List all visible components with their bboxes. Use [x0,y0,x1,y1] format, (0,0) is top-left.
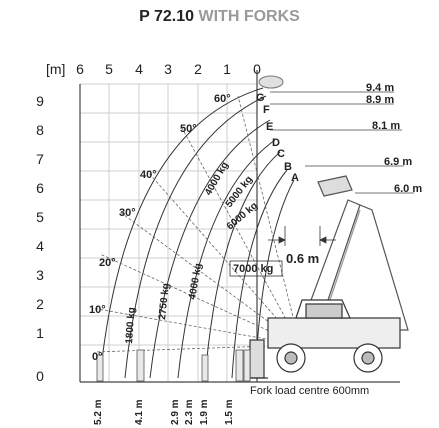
title-model: P 72.10 [139,8,195,25]
title-attachment: WITH FORKS [198,8,300,25]
x-tick-0: 0 [253,61,261,77]
dimension-label: 0.6 m [286,251,319,266]
y-tick-0: 0 [36,368,44,384]
zone-f: F [263,104,270,116]
angle-50: 50° [180,123,197,135]
reach-2-9: 2.9 m [170,399,181,425]
angle-60: 60° [214,93,231,105]
load-1800: 1800 kg [124,307,138,344]
load-4000-lower: 4000 kg [187,262,204,300]
zone-d: D [272,137,280,149]
reach-1-5: 1.5 m [224,399,235,425]
angle-30: 30° [119,207,136,219]
zone-b: B [284,161,292,173]
load-7000-box [229,260,283,277]
grid [79,83,257,382]
reach-5-2: 5.2 m [93,399,104,425]
height-lines [270,91,414,194]
height-6-0: 6.0 m [394,183,422,195]
reach-2-3: 2.3 m [184,399,195,425]
angle-40: 40° [140,169,157,181]
axes-lines [79,70,400,383]
x-tick-4: 4 [135,61,143,77]
x-tick-6: 6 [76,61,84,77]
y-tick-5: 5 [36,209,44,225]
x-tick-1: 1 [223,61,231,77]
zone-a: A [291,172,299,184]
unit-label: [m] [46,61,65,77]
y-tick-4: 4 [36,238,44,254]
footnote: Fork load centre 600mm [250,385,369,397]
y-tick-6: 6 [36,180,44,196]
angle-0: 0° [92,351,103,363]
fork-positions [96,349,251,382]
angle-lines [91,95,301,353]
telehandler-vehicle [244,299,401,379]
y-tick-1: 1 [36,325,44,341]
y-tick-3: 3 [36,267,44,283]
zone-e: E [266,121,273,133]
y-tick-9: 9 [36,93,44,109]
zone-g: G [256,92,265,104]
load-7000: 7000 kg [233,263,273,275]
chart-title: P 72.10 WITH FORKS [0,8,439,26]
x-tick-2: 2 [194,61,202,77]
telescopic-boom [299,175,409,331]
height-9-4: 9.4 m [366,82,394,94]
x-tick-3: 3 [164,61,172,77]
reach-4-1: 4.1 m [134,399,145,425]
y-tick-7: 7 [36,151,44,167]
angle-10: 10° [89,304,106,316]
y-tick-8: 8 [36,122,44,138]
reach-1-9: 1.9 m [199,399,210,425]
height-8-1: 8.1 m [372,120,400,132]
zone-c: C [277,148,285,160]
boom-retracted [258,75,284,89]
height-8-9: 8.9 m [366,94,394,106]
load-2750: 2750 kg [157,283,172,321]
angle-20: 20° [99,257,116,269]
dimension-arrows [268,226,336,246]
load-envelope-arcs [99,87,295,379]
height-6-9: 6.9 m [384,156,412,168]
y-tick-2: 2 [36,296,44,312]
x-tick-5: 5 [105,61,113,77]
